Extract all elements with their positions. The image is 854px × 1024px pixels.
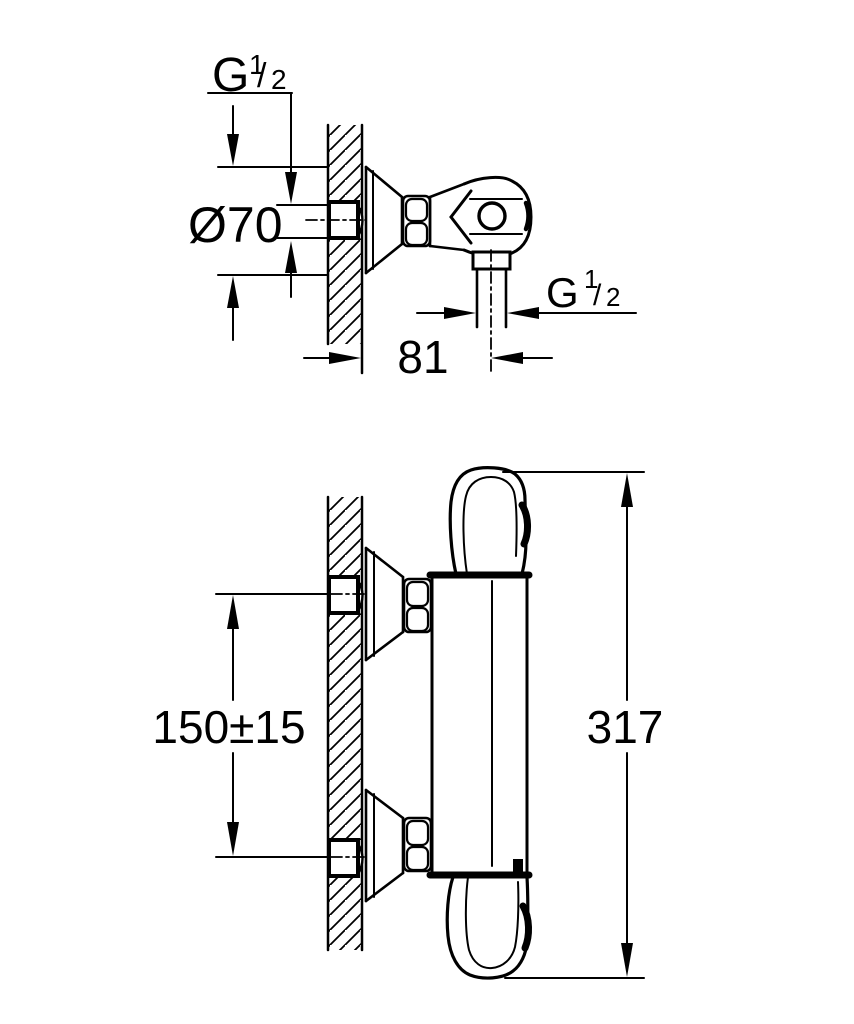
shower-outlet: [471, 249, 512, 373]
arrowhead: [227, 134, 239, 166]
outlet-thread-label: G 1 / 2: [546, 264, 620, 316]
dim-escutcheon-diameter: [217, 105, 329, 341]
hex-nut-top: [401, 194, 432, 248]
outlet-thread-denominator: 2: [606, 282, 620, 312]
hex-nut-lower: [402, 816, 433, 873]
top-view: [207, 92, 637, 375]
front-view: [215, 466, 645, 980]
arrowhead: [444, 307, 476, 319]
arrowhead: [507, 307, 539, 319]
inlet-thread-denominator: 2: [271, 64, 287, 95]
dim-overall-height: [502, 471, 645, 979]
inlet-thread-numerator: 1: [249, 49, 265, 80]
inlet-thread-slash: /: [257, 57, 267, 95]
outlet-thread-numerator: 1: [584, 264, 598, 294]
arrowhead: [227, 595, 239, 629]
dim-outlet-thread: [416, 307, 637, 319]
wall-section-top: [326, 123, 364, 375]
hex-nut-upper: [402, 577, 433, 634]
wall-to-outlet-label: 81: [397, 331, 448, 383]
escutcheon-upper: [364, 546, 405, 662]
flow-handle: [445, 875, 532, 980]
escutcheon-diameter-label: Ø70: [188, 197, 283, 253]
arrowhead: [329, 352, 361, 364]
temperature-handle: [448, 466, 531, 576]
inlet-thread-label: G 1 / 2: [212, 49, 287, 102]
inlet-union-square-upper: [327, 575, 369, 615]
mixer-body: [426, 571, 533, 879]
body-detail-mark: [513, 859, 523, 872]
lever-tab-lower: [519, 902, 532, 952]
arrowhead: [621, 473, 633, 507]
outlet-thread-slash: /: [593, 279, 602, 312]
lever-tab-upper: [518, 501, 531, 548]
labels: G 1 / 2 Ø70 81 G 1 / 2 150±15 317: [152, 49, 663, 753]
overall-height-label: 317: [587, 701, 664, 753]
dim-inlet-thread: [207, 92, 330, 298]
arrowhead: [491, 352, 523, 364]
dim-center-distance: [215, 593, 331, 858]
inlet-union-square-top: [305, 200, 367, 240]
handle-pointer-notch: [449, 189, 473, 245]
arrowhead: [285, 241, 297, 273]
handle-button-top: [477, 201, 507, 231]
center-distance-label: 150±15: [152, 701, 305, 753]
valve-body-top: [428, 175, 533, 259]
arrowhead: [621, 943, 633, 977]
escutcheon-lower: [364, 788, 405, 903]
inlet-thread-prefix: G: [212, 49, 249, 102]
lever-tab-top: [523, 200, 531, 232]
outlet-thread-prefix: G: [546, 269, 579, 316]
arrowhead: [227, 822, 239, 856]
arrowhead: [227, 276, 239, 308]
escutcheon-top: [364, 165, 404, 275]
dim-wall-to-outlet: [303, 352, 553, 364]
wall-section-front: [326, 495, 364, 952]
arrowhead: [285, 172, 297, 204]
